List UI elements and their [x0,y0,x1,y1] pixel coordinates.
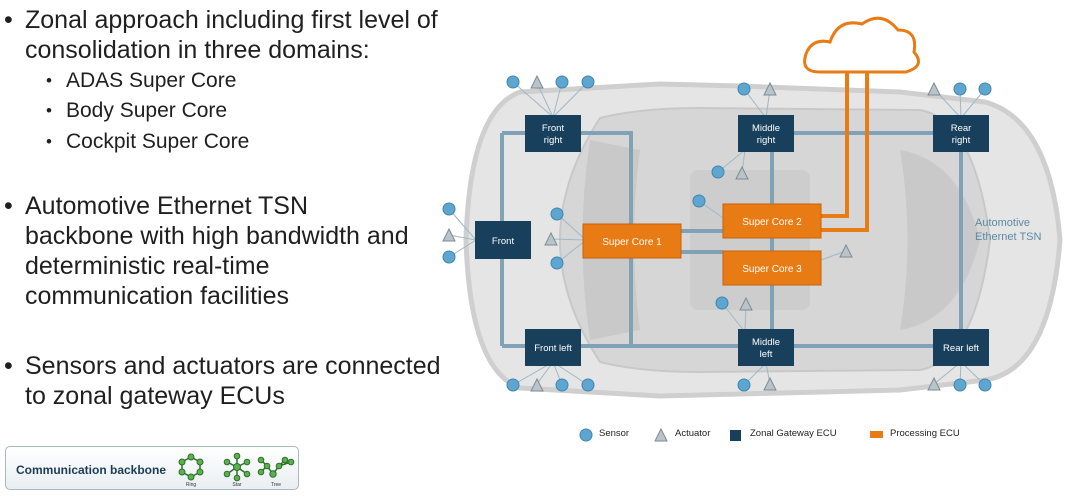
legend-actuator-label: Actuator [675,428,710,439]
svg-text:Front: Front [542,123,565,134]
badge-label: Communication backbone [16,463,167,477]
processing-ecu-super-core-2: Super Core 2 [722,203,822,239]
sensor-icon [550,207,564,221]
sensor-icon [506,378,520,392]
legend-zonal-icon [730,430,741,441]
zonal-ecu-middle-right: Middle right [738,115,794,152]
svg-text:right: right [544,135,563,146]
backbone-label-line-2: Ethernet TSN [975,231,1041,243]
svg-text:Middle: Middle [752,337,780,348]
zonal-ecu-front-right: Front right [525,115,581,152]
sub-bullet-cockpit: • Cockpit Super Core [46,130,250,153]
svg-text:Super Core 2: Super Core 2 [742,217,802,228]
ring-topology-icon [178,453,204,481]
bullet-sensors-actuators: • Sensors and actuators are connected to… [4,352,441,410]
car-silhouette [463,81,1063,399]
sensor-icon [506,75,520,89]
legend-sensor-label: Sensor [599,428,629,439]
zonal-ecu-rear-left: Rear left [933,329,989,366]
sensor-icon [978,82,992,96]
svg-text:Front: Front [492,236,515,247]
sensor-icon [555,75,569,89]
svg-text:Super Core 1: Super Core 1 [602,237,662,248]
ring-label: Ring [186,482,197,488]
topology-icons: Ring Star Tree [178,452,295,488]
actuator-icon [544,231,558,246]
legend-actuator-icon [654,427,668,442]
sub-bullet-adas: • ADAS Super Core [46,69,237,92]
sensor-icon [581,75,595,89]
sensor-icon [692,194,706,208]
zonal-ecu-middle-left: Middle left [738,329,794,366]
actuator-icon [735,165,749,180]
bullet-zonal-approach: • Zonal approach including first level o… [4,6,438,64]
svg-text:Front left: Front left [534,343,572,354]
actuator-icon [839,243,853,258]
star-label: Star [232,482,242,488]
processing-ecu-super-core-1: Super Core 1 [582,223,682,259]
communication-backbone-badge: Communication backbone Ring Star [5,446,299,490]
actuator-icon [763,81,777,96]
svg-text:Rear: Rear [951,123,972,134]
sensor-icon [953,378,967,392]
svg-text:Middle: Middle [752,123,780,134]
svg-text:left: left [760,349,773,360]
sub-bullet-body: • Body Super Core [46,99,228,122]
legend-processing-icon [870,431,883,438]
sensors [442,75,992,392]
zonal-ecu-front: Front [475,221,531,259]
actuator-icon [927,81,941,96]
sensor-icon [737,82,751,96]
cloud-links [821,72,869,232]
processing-ecu-super-core-3: Super Core 3 [722,250,822,286]
legend-zonal-label: Zonal Gateway ECU [750,428,837,439]
tree-topology-icon [257,456,295,478]
sensor-icon [442,250,456,264]
actuator-icon [442,227,456,242]
svg-text:Super Core 3: Super Core 3 [742,264,802,275]
legend-processing-label: Processing ECU [890,428,960,439]
sensor-icon [555,378,569,392]
actuators [442,74,941,392]
legend: Sensor Actuator Zonal Gateway ECU Proces… [579,427,960,442]
svg-text:Rear left: Rear left [943,343,979,354]
sensor-icon [715,296,729,310]
sensor-icon [581,378,595,392]
actuator-icon [763,376,777,391]
actuator-icon [530,74,544,89]
zonal-ecu-front-left: Front left [525,329,581,366]
actuator-icon [530,377,544,392]
legend-sensor-icon [579,428,593,442]
backbone-label-line-1: Automotive [975,217,1030,229]
bullet-ethernet-tsn: • Automotive Ethernet TSN backbone with … [4,192,409,310]
actuator-icon [927,376,941,391]
sensor-icon [442,202,456,216]
star-topology-icon [223,452,251,482]
sensor-icon [978,378,992,392]
sensor-icon [711,165,725,179]
actuator-icon [739,296,753,311]
sensor-icon [737,378,751,392]
cloud-icon [803,16,920,74]
tree-label: Tree [271,482,281,488]
svg-text:right: right [952,135,971,146]
svg-text:right: right [757,135,776,146]
sensor-icon [953,82,967,96]
zonal-ecu-rear-right: Rear right [933,115,989,152]
sensor-icon [550,256,564,270]
